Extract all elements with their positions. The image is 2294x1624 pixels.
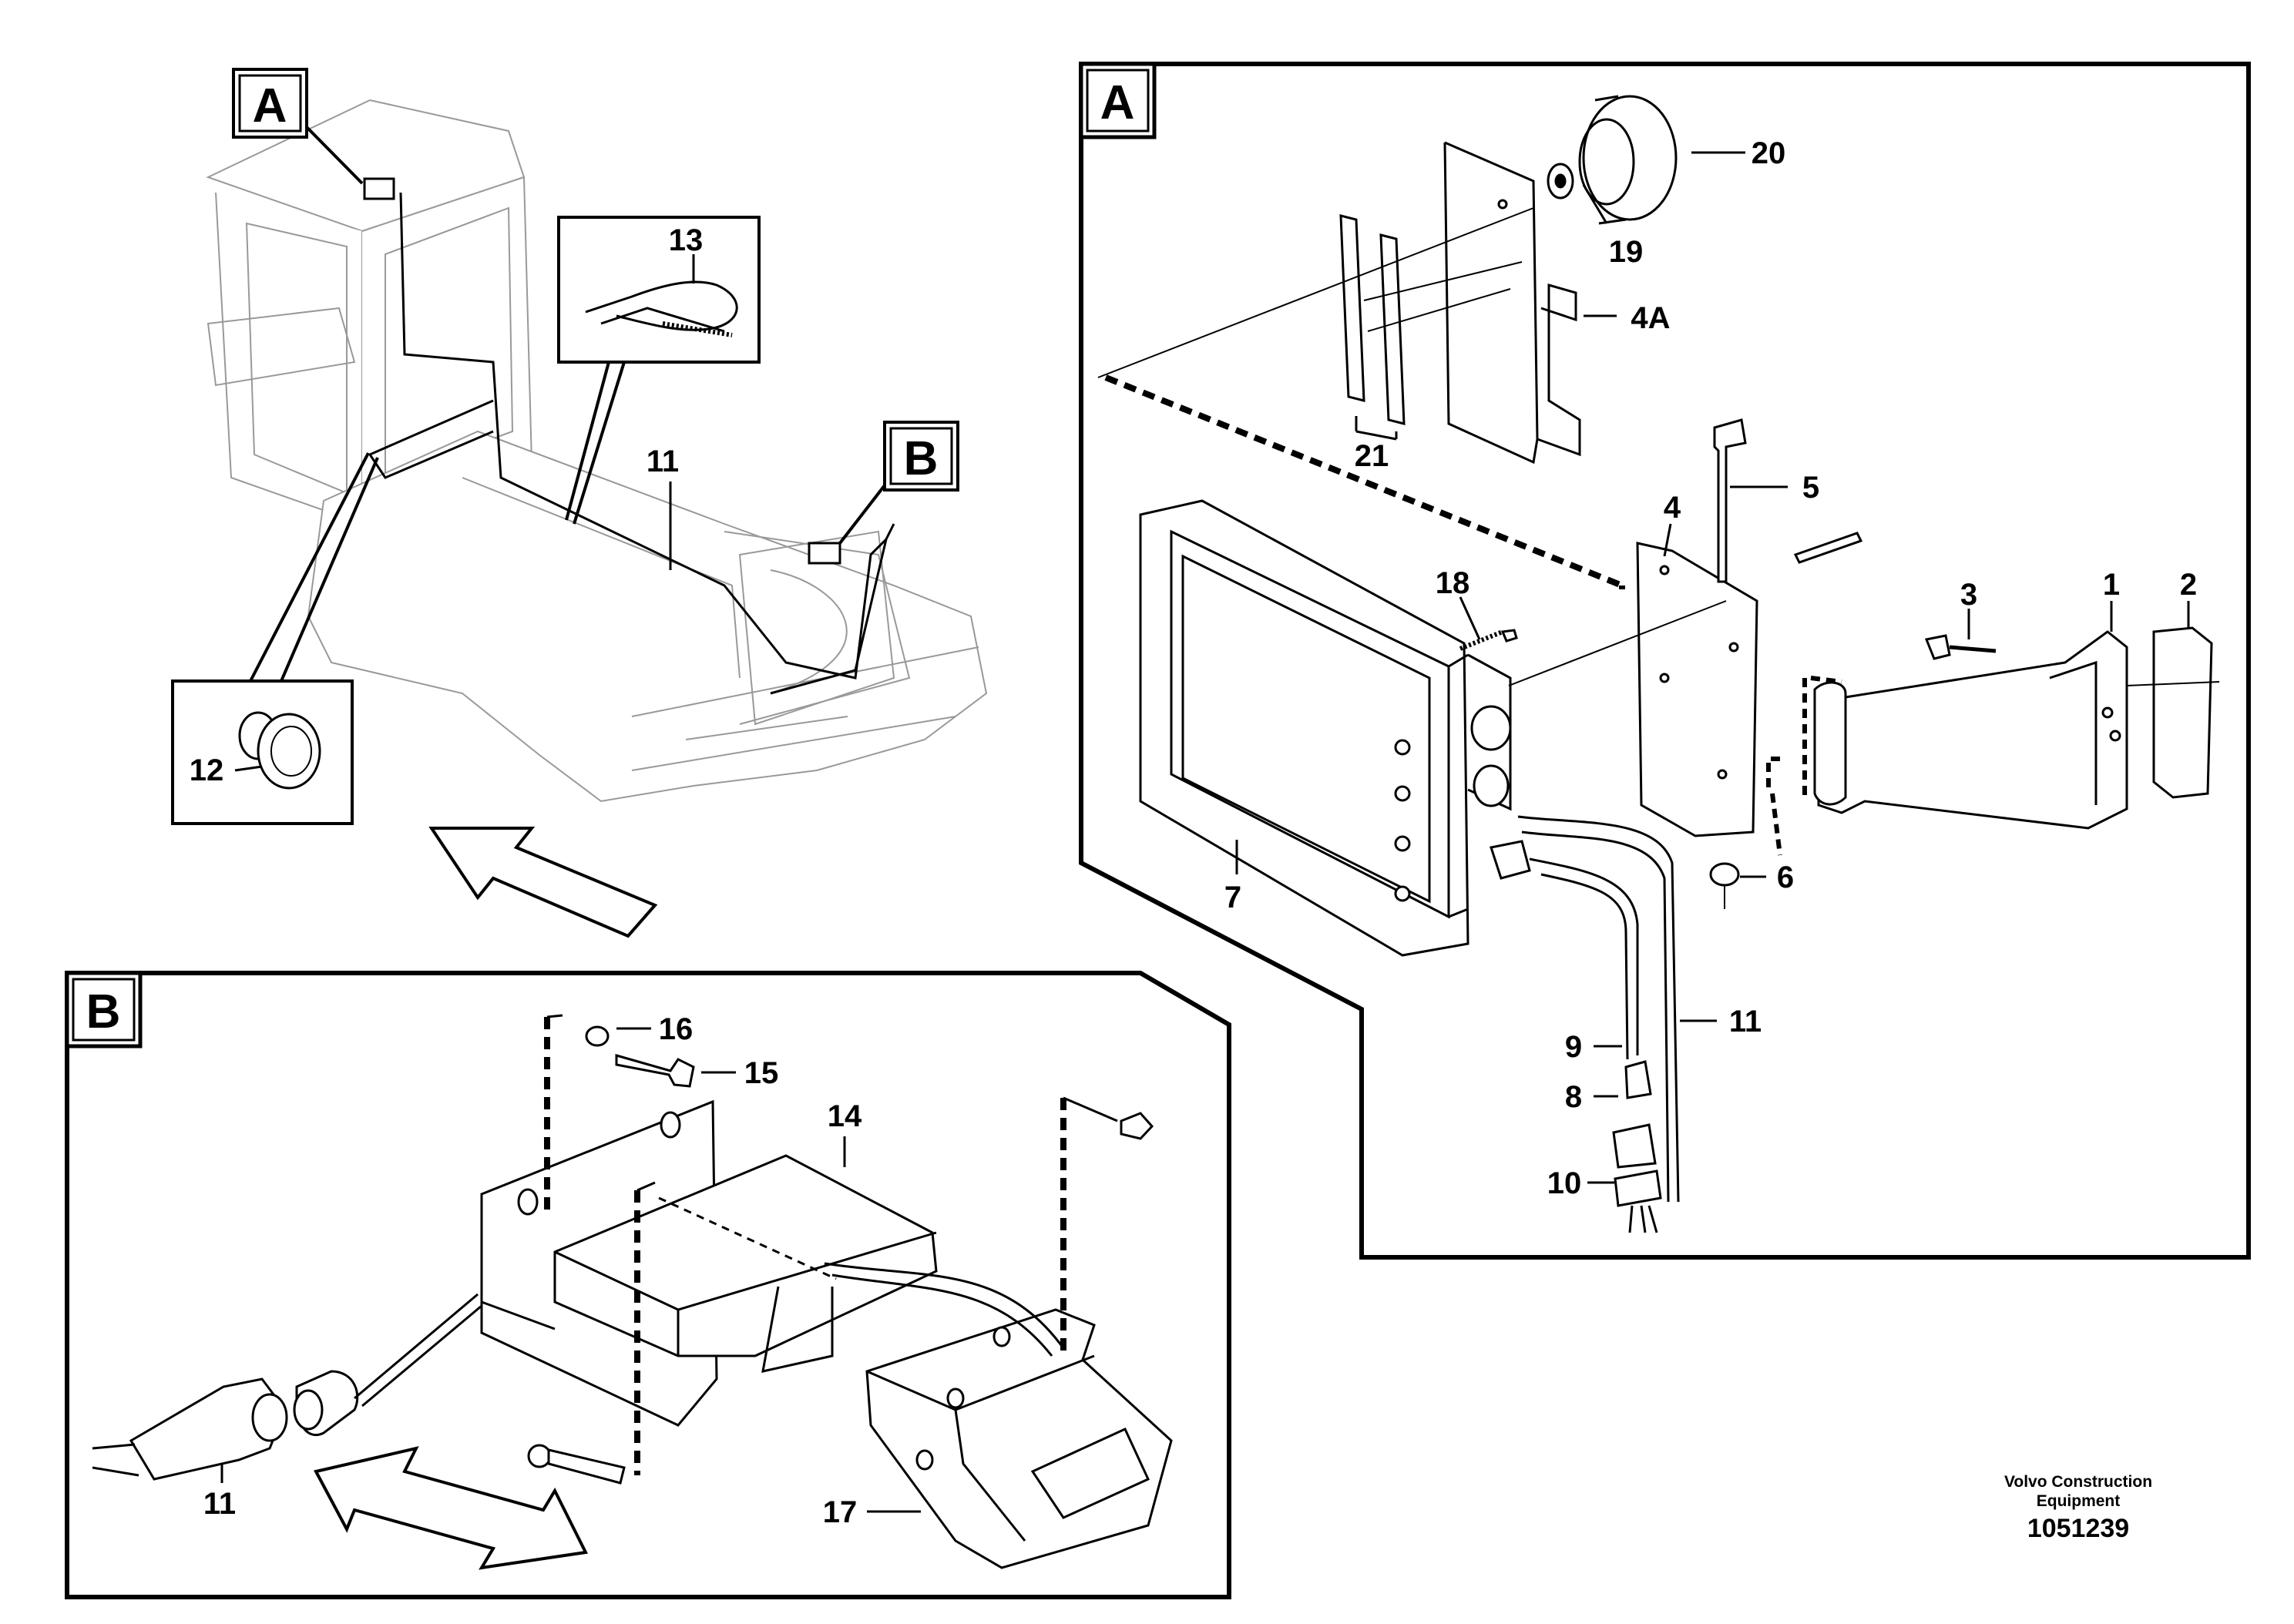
panel-b-cables [92, 1262, 1065, 1477]
overview-box-a: A [232, 68, 364, 185]
callout-12: 12 [190, 753, 224, 787]
callout-7: 7 [1224, 881, 1241, 914]
callout-13: 13 [669, 223, 704, 257]
document-number: 1051239 [2027, 1514, 2129, 1543]
panel-b-parts [129, 1025, 1173, 1569]
callout-9: 9 [1565, 1030, 1582, 1064]
credit-line-2: Equipment [2037, 1492, 2121, 1510]
cable-tie-inset: 13 [557, 216, 761, 525]
bolt-18 [1459, 629, 1518, 651]
callout-11-panel-b: 11 [203, 1487, 236, 1521]
callout-10: 10 [1547, 1166, 1582, 1200]
overview-label-b: B [904, 432, 939, 485]
callout-11-panel-a: 11 [1729, 1005, 1762, 1038]
machine-overview [206, 99, 988, 803]
callout-8: 8 [1565, 1080, 1582, 1114]
overview-label-a: A [253, 79, 287, 133]
forward-arrow-overview [428, 827, 658, 938]
callout-6: 6 [1777, 861, 1794, 894]
callout-18: 18 [1436, 566, 1470, 600]
panel-b-callouts: 16 15 14 11 17 [203, 1012, 921, 1529]
callout-1: 1 [2103, 568, 2120, 602]
callout-19: 19 [1609, 235, 1644, 269]
panel-a-dashed-leaders [1097, 207, 2220, 909]
panel-a-parts [1139, 95, 2213, 1207]
callout-15: 15 [744, 1056, 779, 1090]
callout-20: 20 [1752, 136, 1786, 170]
callout-16: 16 [659, 1012, 694, 1046]
callout-11-overview: 11 [647, 445, 679, 478]
panel-b-dashed-leaders [544, 1014, 1118, 1475]
callout-4: 4 [1664, 491, 1681, 525]
callout-21: 21 [1355, 439, 1389, 473]
overview-callout-11: 11 [647, 445, 679, 570]
callout-14: 14 [828, 1099, 862, 1133]
panel-a-cables [1517, 815, 1680, 1233]
grommet-inset: 12 [171, 452, 379, 825]
callout-5: 5 [1802, 471, 1819, 505]
callout-2: 2 [2180, 568, 2197, 602]
callout-3: 3 [1960, 578, 1977, 612]
overview-harness [368, 192, 895, 695]
overview-box-b: B [838, 421, 959, 545]
publisher-credit: Volvo Construction Equipment 1051239 [2004, 1473, 2152, 1543]
panel-b-label: B [86, 985, 121, 1038]
callout-4A: 4A [1631, 301, 1670, 335]
panel-a-callouts: 20 19 4A 21 5 4 18 3 1 2 6 7 11 9 8 10 [1224, 136, 2197, 1200]
forward-arrow-panel-b [314, 1446, 589, 1570]
credit-line-1: Volvo Construction [2004, 1473, 2152, 1491]
callout-17: 17 [823, 1495, 858, 1529]
overview-camera-icon [808, 542, 841, 565]
panel-a-label: A [1100, 76, 1135, 129]
overview-monitor-icon [363, 177, 395, 200]
